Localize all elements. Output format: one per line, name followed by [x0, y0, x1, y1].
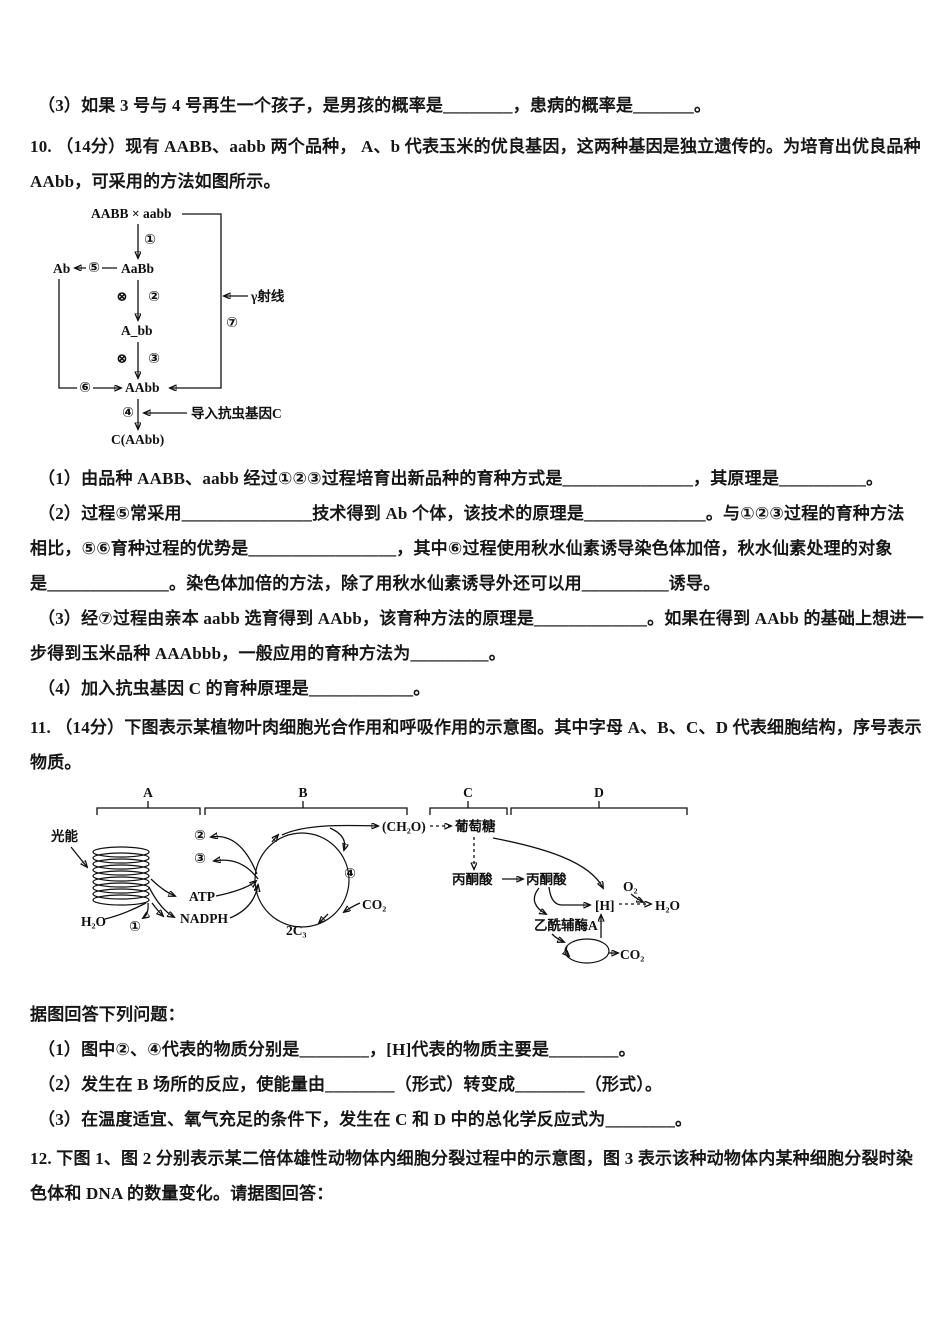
self-cross-icon: ⊗	[116, 290, 128, 305]
step6-label: ⑥	[79, 381, 91, 396]
anther-culture-step5: ⑤ Ab	[53, 259, 117, 276]
q11-sub2-line: （2）发生在 B 场所的反应，使能量由________（形式）转变成______…	[38, 1075, 663, 1094]
self-cross-icon: ⊗	[116, 352, 128, 367]
q11-sub3-line: （3）在温度适宜、氧气充足的条件下，发生在 C 和 D 中的总化学反应式为___…	[38, 1110, 693, 1129]
water-in-label: H₂O	[81, 914, 106, 929]
step1-label: ①	[144, 233, 156, 248]
q10-sub2-line1: （2）过程⑤常采用_______________技术得到 Ab 个体，该技术的原…	[38, 504, 905, 523]
atp-label: ATP	[189, 889, 215, 904]
region-brackets: A B C D	[96, 785, 688, 815]
region-d-label: D	[594, 785, 604, 800]
h-carrier-label: [H]	[595, 898, 615, 913]
q11-intro-line2: 物质。	[30, 753, 82, 772]
q11-intro-line1: 11. （14分）下图表示某植物叶肉细胞光合作用和呼吸作用的示意图。其中字母 A…	[30, 718, 922, 737]
substance1-label: ①	[129, 920, 141, 935]
q11-sub1-line: （1）图中②、④代表的物质分别是________，[H]代表的物质主要是____…	[38, 1040, 636, 1059]
ch2o-label: (CH₂O)	[382, 819, 426, 834]
exam-page: （3）如果 3 号与 4 号再生一个孩子，是男孩的概率是________，患病的…	[30, 96, 924, 1203]
thylakoid-stack-icon	[92, 846, 150, 906]
acetyl-coa-label: 乙酰辅酶A	[534, 917, 598, 933]
doubling-step6: ⑥	[58, 279, 121, 396]
step5-label: ⑤	[88, 261, 100, 276]
region-a-label: A	[143, 785, 153, 800]
o2-label: O₂	[623, 879, 638, 894]
cytosol-glycolysis: (CH₂O) 葡萄糖 丙酮酸	[382, 818, 603, 888]
f3-genotype: AAbb	[125, 380, 160, 395]
q10-sub2-line2: 相比，⑤⑥育种过程的优势是_________________，其中⑥过程使用秋水…	[30, 539, 893, 558]
light-energy-label: 光能	[50, 828, 78, 844]
substance2-label: ②	[194, 829, 206, 844]
pyruvate-d-label: 丙酮酸	[526, 871, 567, 887]
substance3-label: ③	[194, 852, 206, 867]
q10-sub2-line3: 是______________。染色体加倍的方法，除了用秋水仙素诱导外还可以用_…	[30, 574, 721, 593]
co2-out-label: CO₂	[620, 947, 644, 962]
f1-genotype: AaBb	[121, 261, 154, 276]
step7-label: ⑦	[226, 316, 238, 331]
mitochondria-respiration: 丙酮酸 乙酰辅酶A CO₂ [H] O₂ H₂O	[526, 871, 680, 964]
q11-prompt-line: 据图回答下列问题：	[30, 1005, 185, 1024]
selfing-step2: ⊗ ②	[116, 280, 160, 320]
q10-sub4-line: （4）加入抗虫基因 C 的育种原理是____________。	[38, 679, 431, 698]
co2-in-label: CO₂	[362, 897, 386, 912]
q12-intro-line1: 12. 下图 1、图 2 分别表示某二倍体雄性动物体内细胞分裂过程中的示意图，图…	[30, 1149, 914, 1168]
region-c-label: C	[463, 785, 473, 800]
substance4-label: ④	[344, 867, 356, 882]
photosynthesis-respiration-diagram: A B C D 光能 H₂O	[50, 785, 688, 964]
step4-label: ④	[122, 406, 134, 421]
breeding-scheme-diagram: AABB × aabb ⑦ γ射线 ① AaBb ⑤ Ab ⑥ ⊗ ②	[53, 206, 285, 447]
c3-label: 2C₃	[286, 923, 307, 938]
q10-intro-line2: AAbb，可采用的方法如图所示。	[30, 172, 281, 191]
q12-intro-line2: 色体和 DNA 的数量变化。请据图回答：	[30, 1184, 334, 1203]
insert-gene-label: 导入抗虫基因C	[191, 405, 282, 421]
step2-label: ②	[148, 290, 160, 305]
cross-step1: ①	[138, 224, 156, 258]
q10-intro-line1: 10. （14分）现有 AABB、aabb 两个品种， A、b 代表玉米的优良基…	[30, 137, 921, 156]
mutation-route-arrow: ⑦ γ射线	[170, 213, 285, 388]
gamma-ray-label: γ射线	[250, 288, 285, 304]
region-b-label: B	[298, 785, 307, 800]
parents-label: AABB × aabb	[91, 206, 171, 221]
selfing-step3: ⊗ ③	[116, 342, 160, 378]
result-genotype: C(AAbb)	[111, 432, 164, 447]
step3-label: ③	[148, 352, 160, 367]
water-out-label: H₂O	[655, 898, 680, 913]
pyruvate-c-label: 丙酮酸	[452, 871, 493, 887]
light-reactions: 光能 H₂O ① ② ③ ATP NADPH	[50, 828, 228, 935]
q10-sub3-line1: （3）经⑦过程由亲本 aabb 选育得到 AAbb，该育种方法的原理是_____…	[38, 609, 924, 628]
q10-sub3-line2: 步得到玉米品种 AAAbbb，一般应用的育种方法为_________。	[30, 644, 506, 663]
f2-genotype: A_bb	[121, 323, 153, 338]
q10-sub1-line: （1）由品种 AABB、aabb 经过①②③过程培育出新品种的育种方式是____…	[38, 469, 884, 488]
glucose-label: 葡萄糖	[454, 818, 496, 834]
nadph-label: NADPH	[180, 911, 228, 926]
transgene-step4: ④ 导入抗虫基因C	[122, 399, 282, 429]
gamete-genotype: Ab	[53, 261, 70, 276]
q9-sub3-line: （3）如果 3 号与 4 号再生一个孩子，是男孩的概率是________，患病的…	[38, 96, 712, 115]
calvin-cycle: ④ CO₂ 2C₃	[148, 825, 386, 938]
